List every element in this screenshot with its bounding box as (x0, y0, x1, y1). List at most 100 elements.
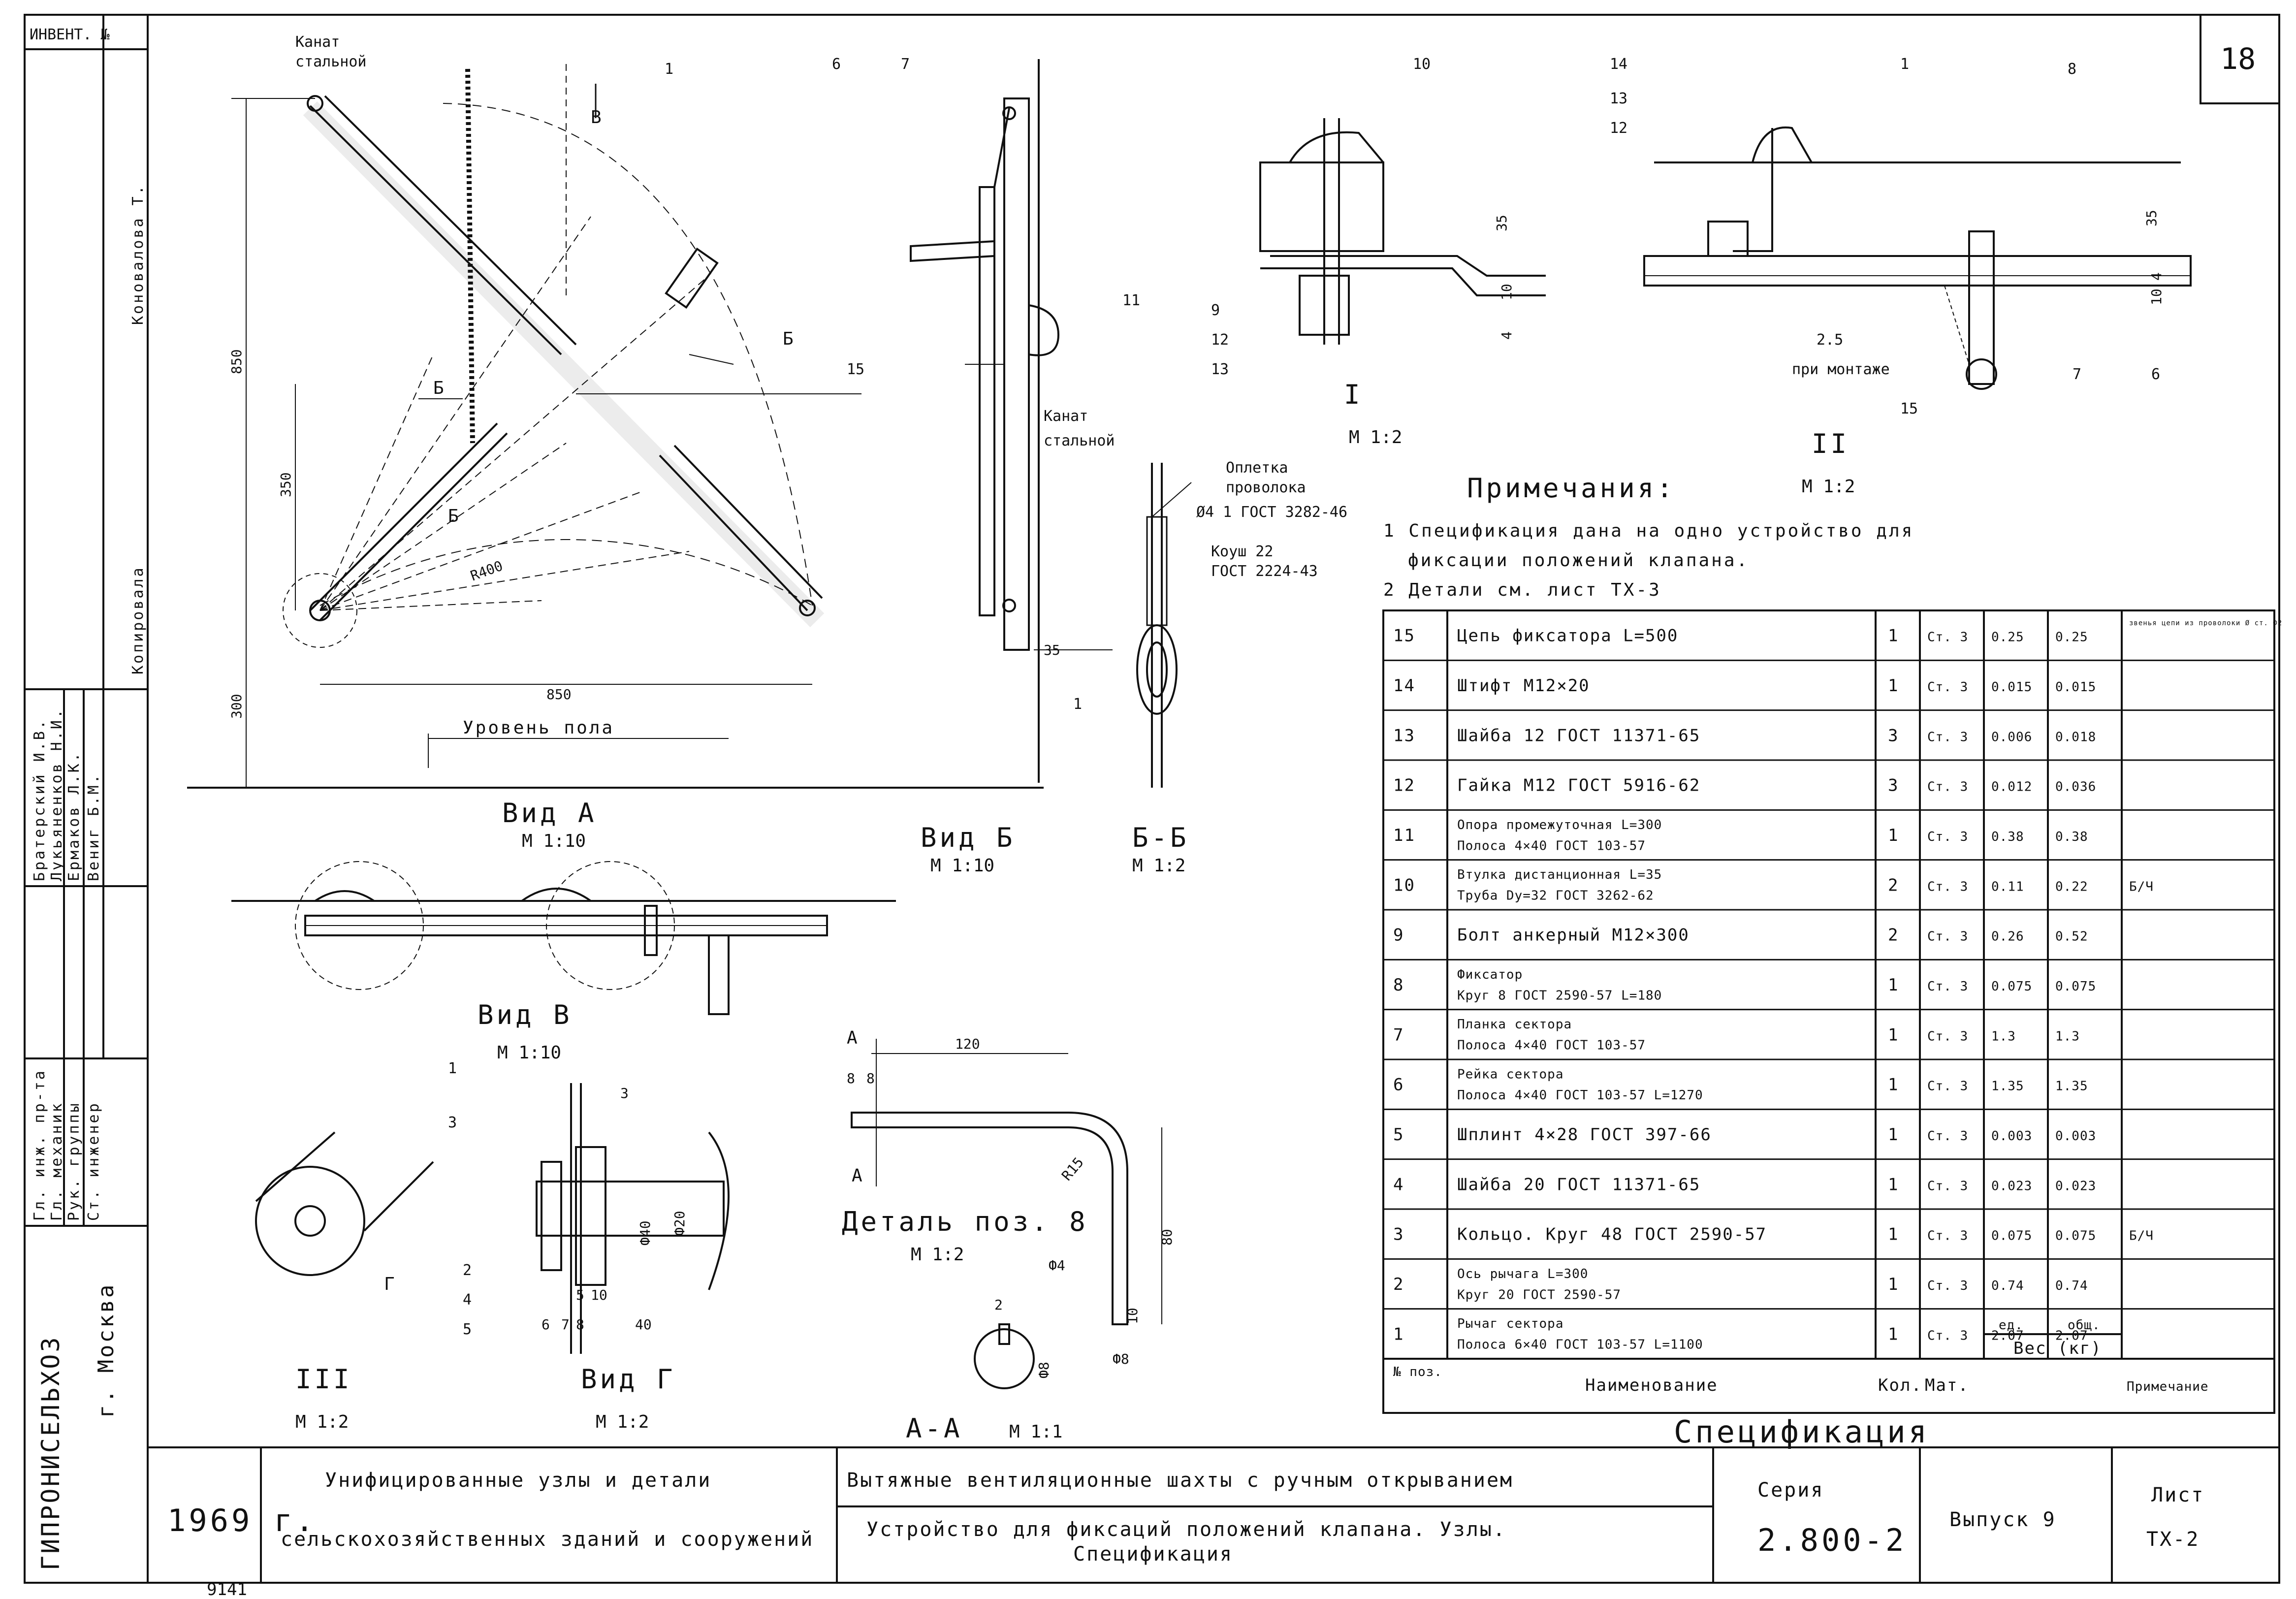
notes-line-2: фиксации положений клапана. (1408, 550, 1749, 571)
title-subject-1: Вытяжные вентиляционные шахты с ручным о… (847, 1469, 1513, 1492)
pos-label: 12 (1610, 120, 1627, 137)
dim-4-node1: 4 (1499, 331, 1515, 340)
spec-cell-mat: Ст. 3 (1927, 730, 1968, 744)
title-sheet-label: Лист (2151, 1484, 2204, 1506)
detail-8-scale: М 1:2 (911, 1245, 964, 1265)
floor-level: Уровень пола (463, 718, 614, 738)
spec-cell-name: Полоса 6×40 ГОСТ 103-57 L=1100 (1457, 1338, 1703, 1352)
spec-cell-pos: 8 (1393, 975, 1404, 995)
dim-35-viewb: 35 (1044, 642, 1060, 658)
pos-label: 14 (1610, 56, 1627, 73)
spec-cell-qty: 1 (1888, 826, 1899, 845)
view-b-drawing (881, 59, 1113, 789)
spec-cell-qty: 3 (1888, 726, 1899, 745)
node-3-title: III (295, 1364, 352, 1395)
pos-label: 9 (1211, 302, 1220, 319)
dim-f20: Ф20 (671, 1211, 688, 1236)
spec-cell-mat: Ст. 3 (1927, 879, 1968, 894)
node-3-scale: М 1:2 (295, 1412, 349, 1432)
side-copier: Коновалова Т. (129, 184, 147, 325)
spec-cell-pos: 12 (1393, 776, 1415, 796)
handwritten-number: 9141 (207, 1580, 247, 1599)
side-copied: Копировала (129, 566, 147, 674)
thimble-label-1: Коуш 22 (1211, 543, 1273, 560)
node-1-title: I (1344, 379, 1363, 410)
notes-title: Примечания: (1467, 473, 1676, 504)
spec-cell-name: Втулка дистанционная L=35 (1457, 867, 1662, 882)
spec-cell-weight-total: 0.74 (2055, 1279, 2088, 1293)
pos-label: 3 (448, 1114, 457, 1131)
pos-label: 7 (901, 56, 910, 73)
spec-cell-weight-total: 0.075 (2055, 979, 2096, 994)
side-name: Ермаков Л.К. (65, 751, 83, 881)
title-org-1: Унифицированные узлы и детали (325, 1469, 711, 1492)
side-city: г. Москва (94, 1283, 119, 1418)
spec-cell-pos: 7 (1393, 1025, 1404, 1045)
arrow-g-label: Г (384, 1274, 395, 1294)
spec-cell-mat: Ст. 3 (1927, 680, 1968, 695)
spec-cell-qty: 1 (1888, 626, 1899, 646)
pos-label: 4 (463, 1291, 472, 1309)
dim-2: 2 (994, 1297, 1003, 1313)
dim-8a: 8 (847, 1070, 855, 1087)
dim-850-horizontal: 850 (546, 686, 572, 703)
spec-header-name: Наименование (1585, 1375, 1718, 1395)
side-name: Лукьяненков Н.И. (48, 707, 65, 881)
spec-cell-weight-total: 0.036 (2055, 780, 2096, 795)
view-g-scale: М 1:2 (596, 1412, 649, 1432)
spec-header-w-unit: ед. (1999, 1318, 2023, 1333)
spec-cell-weight-unit: 0.023 (1991, 1179, 2032, 1193)
spec-cell-weight-total: 0.22 (2055, 879, 2088, 894)
dim-350: 350 (278, 472, 294, 497)
view-a-scale: М 1:10 (522, 831, 586, 851)
pos-label: 1 (448, 1060, 457, 1077)
section-bb-scale: М 1:2 (1132, 856, 1185, 876)
dim-35-node1: 35 (1494, 215, 1510, 231)
spec-cell-weight-unit: 0.075 (1991, 1229, 2032, 1244)
spec-cell-mat: Ст. 3 (1927, 1328, 1968, 1343)
spec-header-qty: Кол. (1878, 1375, 1922, 1395)
pos-label: 10 (1413, 56, 1431, 73)
side-institute: ГИПРОНИСЕЛЬХОЗ (36, 1336, 65, 1570)
spec-cell-name: Рейка сектора (1457, 1067, 1564, 1082)
pos-label: 11 (1122, 292, 1140, 309)
spec-cell-weight-unit: 0.006 (1991, 730, 2032, 744)
spec-cell-name: Гайка М12 ГОСТ 5916-62 (1457, 776, 1700, 796)
spec-cell-weight-unit: 0.003 (1991, 1129, 2032, 1144)
side-role: Ст. инженер (85, 1101, 102, 1221)
spec-cell-weight-total: 0.023 (2055, 1179, 2096, 1193)
dim-f8: Ф8 (1113, 1351, 1129, 1367)
spec-cell-weight-unit: 0.74 (1991, 1279, 2024, 1293)
title-org-2: сельскохозяйственных зданий и сооружений (281, 1528, 814, 1551)
spec-cell-weight-total: 0.52 (2055, 929, 2088, 944)
view-g-title: Вид Г (581, 1364, 676, 1395)
dim-f4: Ф4 (1049, 1257, 1065, 1274)
spec-cell-qty: 1 (1888, 1025, 1899, 1045)
dim-r15: R15 (1058, 1154, 1087, 1184)
section-aa-scale: М 1:1 (1009, 1422, 1062, 1442)
spec-cell-weight-unit: 0.015 (1991, 680, 2032, 695)
pos-label: 6 (832, 56, 841, 73)
spec-cell-weight-unit: 0.38 (1991, 830, 2024, 844)
pos-label: 15 (847, 361, 864, 378)
spec-header-w-total: общ. (2068, 1318, 2101, 1333)
braid-label-2: проволока (1226, 479, 1306, 496)
spec-cell-pos: 5 (1393, 1125, 1404, 1145)
spec-cell-weight-unit: 0.11 (1991, 879, 2024, 894)
dim-10-node2: 10 (2148, 288, 2165, 305)
spec-cell-name: Шайба 12 ГОСТ 11371-65 (1457, 726, 1700, 745)
pos-label: 5 (463, 1321, 472, 1338)
spec-header-mat: Мат. (1925, 1375, 1969, 1395)
cable-label-3: Канат (1044, 408, 1088, 425)
spec-cell-name: Кольцо. Круг 48 ГОСТ 2590-57 (1457, 1225, 1767, 1245)
spec-cell-name: Фиксатор (1457, 967, 1523, 982)
title-subject-2: Устройство для фиксаций положений клапан… (866, 1518, 1506, 1541)
view-v-scale: М 1:10 (497, 1043, 561, 1063)
spec-cell-weight-total: 0.38 (2055, 830, 2088, 844)
cable-label-2: стальной (295, 53, 367, 70)
spec-cell-name: Ось рычага L=300 (1457, 1267, 1588, 1281)
spec-table-grid (1382, 609, 2275, 1414)
pos-label: 6 (2151, 366, 2160, 383)
title-subject-3: Спецификация (1073, 1543, 1233, 1566)
